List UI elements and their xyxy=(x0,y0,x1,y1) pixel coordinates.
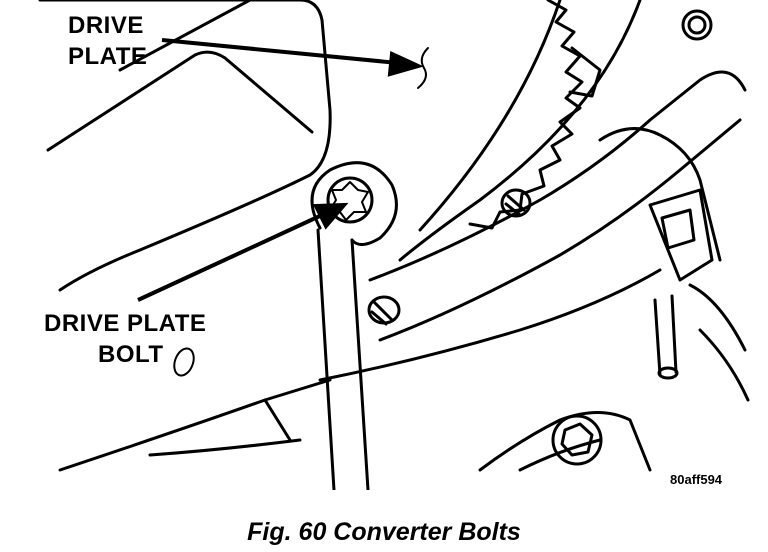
housing-panel xyxy=(38,0,332,292)
figure-caption: Fig. 60 Converter Bolts xyxy=(247,518,521,546)
wrench-handle xyxy=(316,228,370,490)
housing-lower-edge xyxy=(58,378,332,472)
rod xyxy=(653,294,678,377)
drive-plate-bolt-label-line1: DRIVE PLATE xyxy=(44,310,207,337)
wrench-socket-star xyxy=(329,181,369,221)
gear-cover-tab xyxy=(568,46,602,98)
drive-plate-inner xyxy=(418,0,562,232)
housing-fin xyxy=(263,398,292,442)
lower-mount-edge xyxy=(518,438,602,472)
wrench-socket xyxy=(326,176,374,224)
figure-code: 80aff594 xyxy=(670,472,723,487)
housing-inner-edge xyxy=(46,50,314,152)
bolt-middle xyxy=(500,188,532,218)
right-bracket xyxy=(688,283,750,402)
brace-arm xyxy=(598,127,722,262)
bolt-top-right xyxy=(681,9,713,41)
ring-gear-teeth xyxy=(468,0,584,230)
brace-lower-edge xyxy=(378,118,742,342)
brace-upper-edge xyxy=(368,70,747,282)
housing-flange-line xyxy=(118,0,252,72)
drive-plate-hole xyxy=(417,47,429,89)
drive-plate-edge xyxy=(398,0,642,262)
rod-end xyxy=(657,366,679,380)
bolt-hole xyxy=(173,347,195,377)
right-column-slot xyxy=(660,208,696,250)
drive-plate-bolt-label-line2: BOLT xyxy=(98,341,164,368)
lower-mount xyxy=(478,411,652,472)
bolt-lower-hex xyxy=(551,414,603,466)
right-column xyxy=(648,188,714,282)
drive-plate-bolt-arrow xyxy=(137,213,323,302)
housing-bottom-lip xyxy=(148,438,302,457)
wrench-box-end xyxy=(310,161,398,246)
line-art xyxy=(38,0,750,490)
brace-bottom xyxy=(318,268,662,382)
drive-plate-label-line2: PLATE xyxy=(68,43,148,70)
drive-plate-label-line1: DRIVE xyxy=(68,12,144,39)
drive-plate-arrow xyxy=(161,38,399,65)
